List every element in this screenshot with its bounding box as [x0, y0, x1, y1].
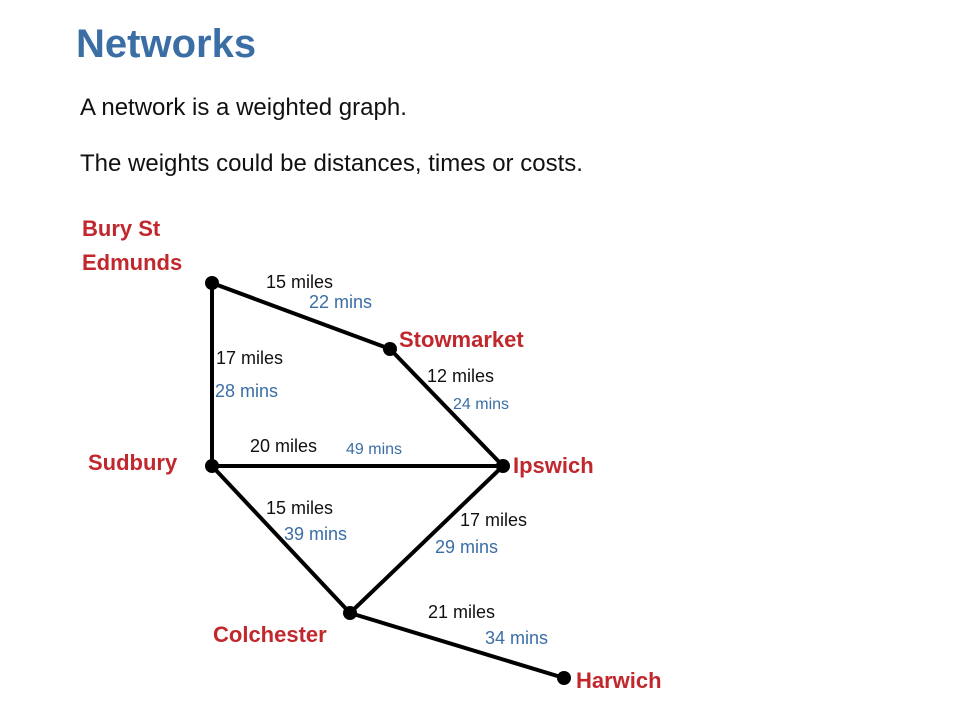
label-ipswich: Ipswich: [513, 453, 594, 478]
label-sudbury: Sudbury: [88, 450, 178, 475]
weights-text: The weights could be distances, times or…: [80, 150, 583, 177]
edges: [210, 281, 566, 680]
distance-ipswich-colchester: 17 miles: [460, 510, 527, 530]
time-colchester-harwich: 34 mins: [485, 628, 548, 648]
edge-sudbury-colchester: [210, 464, 352, 615]
definition-text: A network is a weighted graph.: [80, 94, 407, 121]
distance-sudbury-ipswich: 20 miles: [250, 436, 317, 456]
time-stowmarket-ipswich: 24 mins: [453, 396, 509, 413]
edge-colchester-harwich: [348, 611, 566, 680]
distance-stowmarket-ipswich: 12 miles: [427, 366, 494, 386]
edge-ipswich-colchester: [348, 464, 505, 615]
label-bury-line2: Edmunds: [82, 250, 182, 275]
nodes: [205, 276, 571, 685]
node-sudbury: [205, 459, 219, 473]
label-bury-line1: Bury St: [82, 216, 161, 241]
node-bury-st-edmunds: [205, 276, 219, 290]
distance-bury-sudbury: 17 miles: [216, 348, 283, 368]
distance-bury-stowmarket: 15 miles: [266, 272, 333, 292]
distance-sudbury-colchester: 15 miles: [266, 498, 333, 518]
time-bury-stowmarket: 22 mins: [309, 292, 372, 312]
time-sudbury-ipswich: 49 mins: [346, 441, 402, 458]
edge-bury-stowmarket: [210, 281, 392, 351]
node-colchester: [343, 606, 357, 620]
node-ipswich: [496, 459, 510, 473]
node-harwich: [557, 671, 571, 685]
label-colchester: Colchester: [213, 622, 327, 647]
label-harwich: Harwich: [576, 668, 662, 693]
slide-title: Networks: [76, 22, 257, 66]
edge-stowmarket-ipswich: [388, 347, 505, 468]
time-bury-sudbury: 28 mins: [215, 381, 278, 401]
time-ipswich-colchester: 29 mins: [435, 537, 498, 557]
node-stowmarket: [383, 342, 397, 356]
distance-colchester-harwich: 21 miles: [428, 602, 495, 622]
label-stowmarket: Stowmarket: [399, 327, 524, 352]
time-sudbury-colchester: 39 mins: [284, 524, 347, 544]
